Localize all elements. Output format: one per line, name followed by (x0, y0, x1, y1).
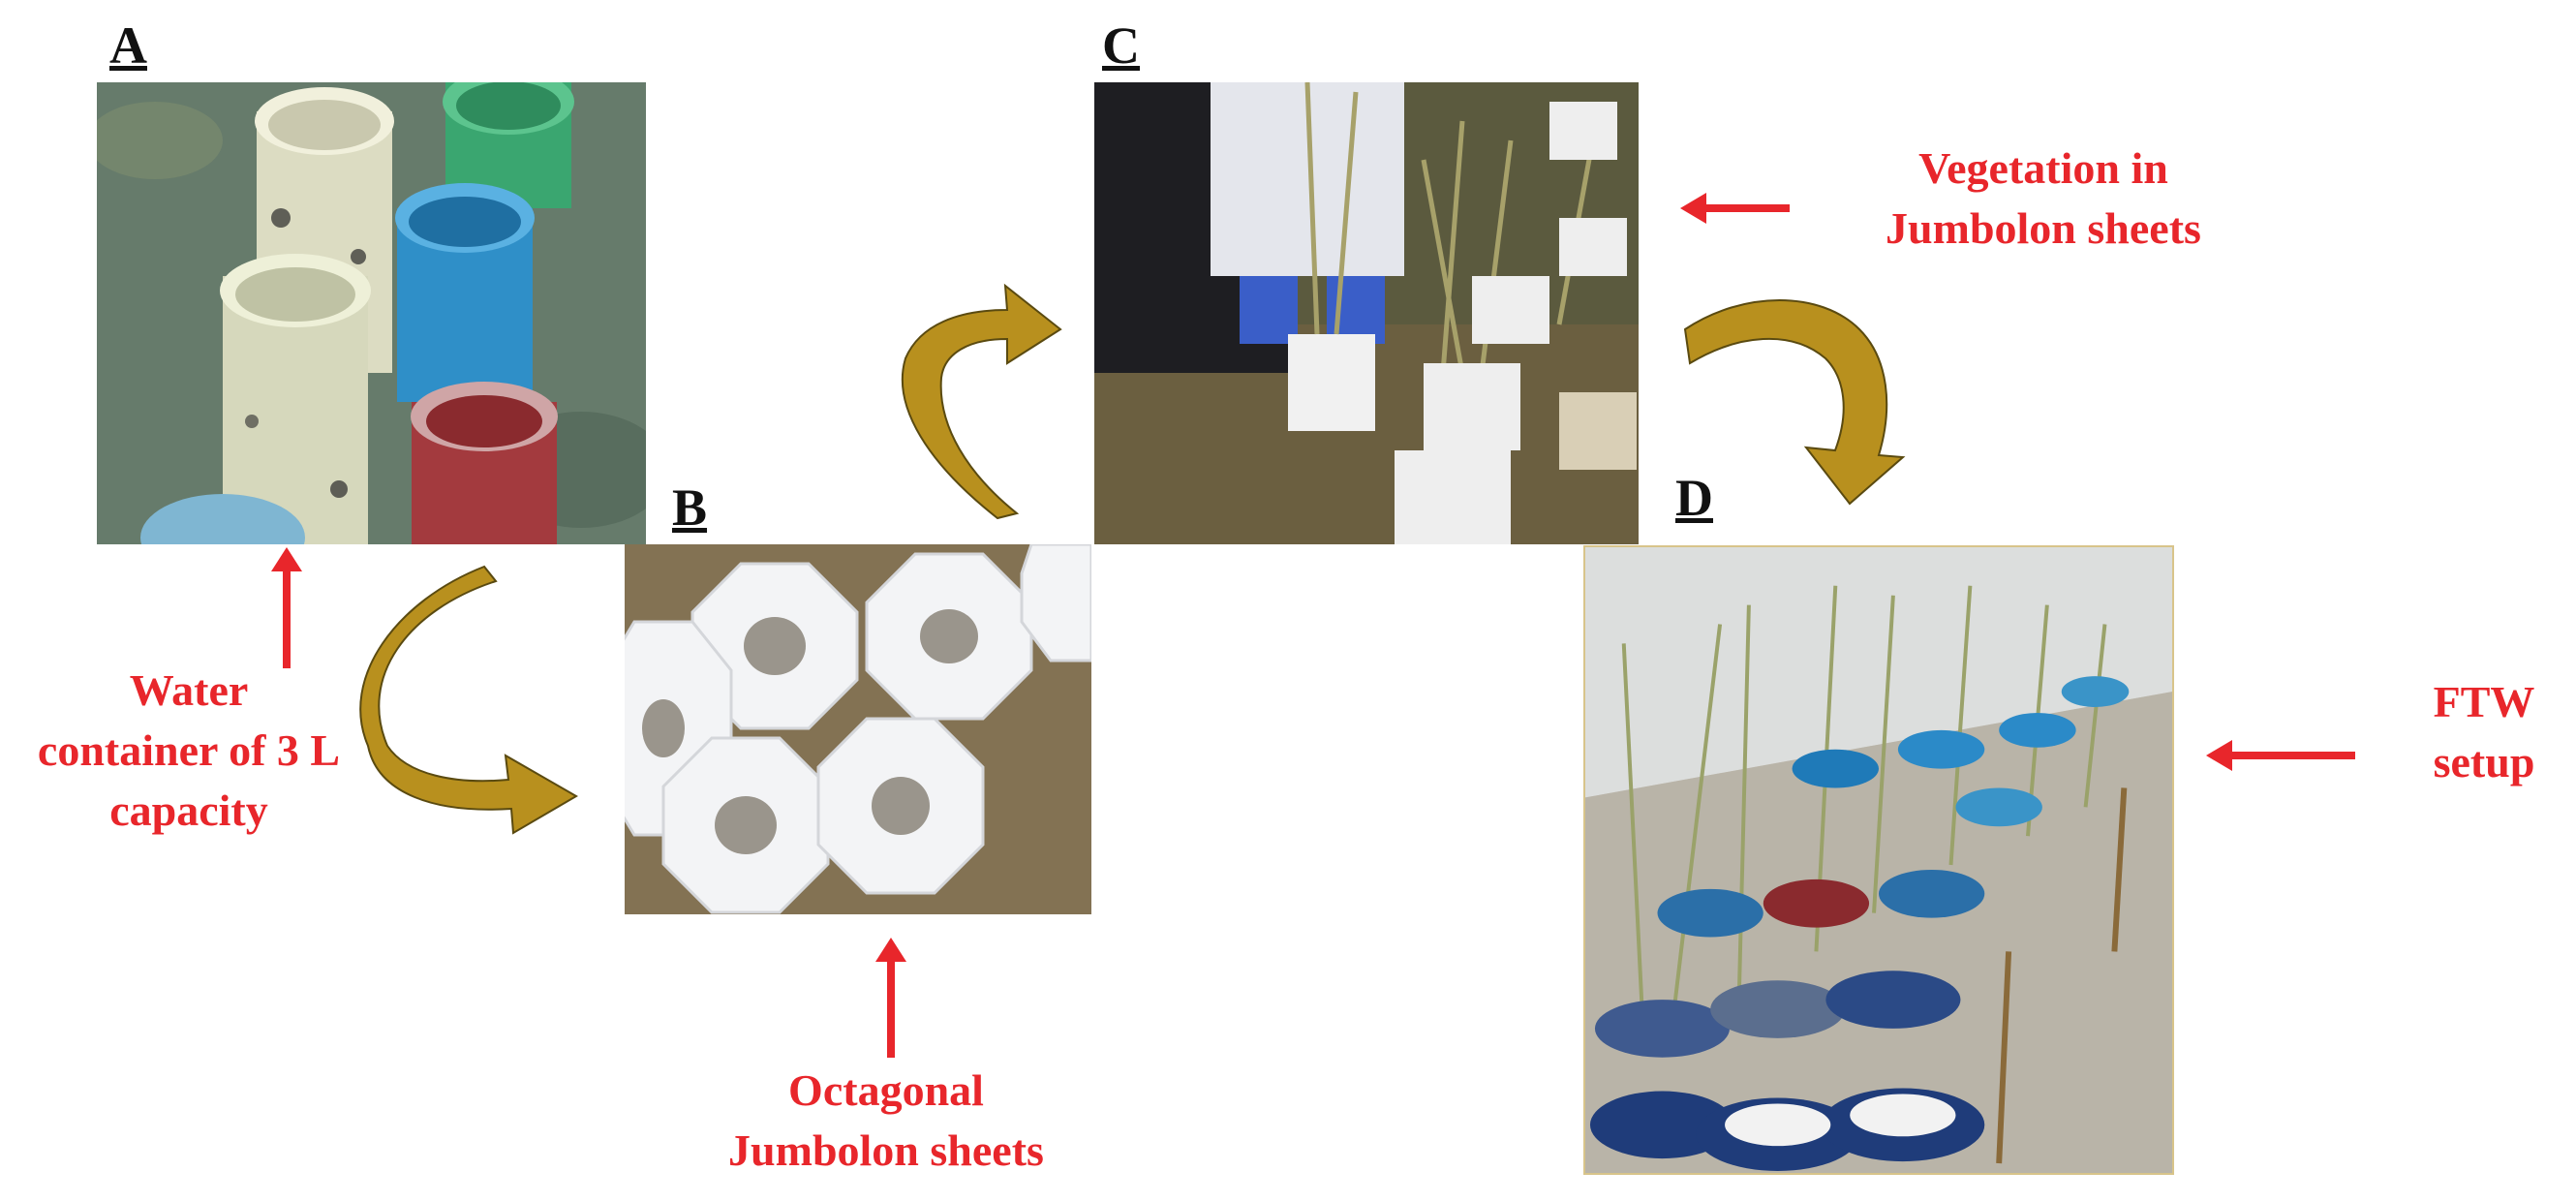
caption-ftw-line1: FTW (2433, 677, 2535, 726)
panel-letter-a: A (109, 16, 147, 75)
caption-octagonal-sheets: Octagonal Jumbolon sheets (678, 1061, 1094, 1181)
caption-vegetation-line2: Jumbolon sheets (1886, 203, 2201, 253)
curved-arrow-c-to-d-icon (1683, 299, 1906, 506)
caption-octagonal-line2: Jumbolon sheets (728, 1125, 1044, 1175)
caption-water-container-line1: Water (129, 665, 249, 715)
caption-water-container-line2: container of 3 L (37, 725, 341, 775)
photo-water-containers (97, 82, 646, 544)
panel-letter-d: D (1675, 469, 1713, 527)
caption-ftw-line2: setup (2433, 737, 2535, 786)
caption-vegetation: Vegetation in Jumbolon sheets (1830, 139, 2256, 259)
curved-arrow-a-to-b-icon (359, 565, 578, 835)
photo-octagonal-sheets (625, 544, 1091, 914)
caption-water-container-line3: capacity (109, 786, 268, 835)
panel-letter-c: C (1102, 16, 1140, 75)
red-arrow-up-icon (875, 938, 906, 1058)
panel-letter-b: B (672, 478, 708, 537)
red-arrow-left-icon (1680, 193, 1790, 224)
caption-octagonal-line1: Octagonal (788, 1065, 984, 1115)
caption-water-container: Water container of 3 L capacity (10, 661, 368, 841)
curved-arrow-b-to-c-icon (901, 283, 1062, 520)
caption-ftw-setup: FTW setup (2402, 672, 2566, 792)
photo-vegetation-planting (1094, 82, 1639, 544)
red-arrow-up-icon (271, 547, 302, 668)
red-arrow-left-icon (2206, 740, 2355, 771)
photo-ftw-setup (1583, 545, 2174, 1175)
caption-vegetation-line1: Vegetation in (1918, 143, 2168, 193)
